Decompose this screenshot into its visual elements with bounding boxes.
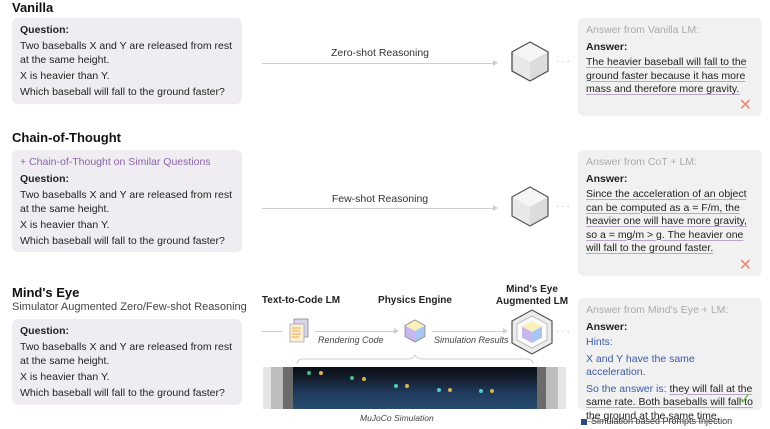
ball-marker [307, 371, 311, 375]
simulation-caption: MuJoCo Simulation [360, 413, 434, 423]
ellipsis-icon: ··· [556, 201, 572, 212]
vanilla-question-box: Question: Two baseballs X and Y are rele… [12, 18, 242, 104]
answer-source: Answer from CoT + LM: [586, 156, 697, 168]
ball-marker [350, 376, 354, 380]
arrow-line [262, 331, 282, 332]
text-to-code-label: Text-to-Code LM [261, 295, 341, 306]
hint-text: X and Y have the same acceleration. [586, 352, 695, 379]
rendering-code-label: Rendering Code [318, 335, 384, 345]
hints-label: Hints: [586, 336, 613, 348]
cot-answer-box: Answer from CoT + LM: Answer: Since the … [578, 150, 762, 276]
legend-swatch [581, 418, 587, 425]
cot-question-box: + Chain-of-Thought on Similar Questions … [12, 150, 242, 252]
ball-marker [319, 371, 323, 375]
wrong-cross-icon: ✕ [738, 256, 752, 274]
lm-cube-icon [511, 186, 549, 227]
ellipsis-icon: ··· [556, 56, 572, 67]
correct-check-icon: ✓ [738, 390, 752, 408]
question-line: X is heavier than Y. [20, 70, 110, 82]
ellipsis-icon: ··· [556, 326, 572, 337]
question-line: X is heavier than Y. [20, 371, 110, 383]
augmented-lm-cube-icon [511, 309, 553, 355]
minds-eye-subtitle: Simulator Augmented Zero/Few-shot Reason… [12, 301, 247, 313]
brace-connector [296, 355, 534, 365]
question-label: Question: [20, 173, 69, 185]
simulation-results-label: Simulation Results [434, 335, 509, 345]
minds-eye-question-box: Question: Two baseballs X and Y are rele… [12, 319, 242, 405]
arrow-head-icon [493, 205, 498, 211]
question-line: Two baseballs X and Y are released from … [20, 40, 233, 66]
minds-eye-answer-box: Answer from Mind's Eye + LM: Answer: Hin… [578, 298, 762, 422]
question-label: Question: [20, 325, 69, 337]
answer-source: Answer from Mind's Eye + LM: [586, 304, 729, 316]
question-line: Which baseball will fall to the ground f… [20, 387, 225, 399]
question-line: Which baseball will fall to the ground f… [20, 86, 225, 98]
answer-source: Answer from Vanilla LM: [586, 24, 700, 36]
lm-cube-icon [511, 41, 549, 82]
answer-label: Answer: [586, 172, 628, 185]
vanilla-answer-box: Answer from Vanilla LM: Answer: The heav… [578, 18, 762, 116]
arrow-head-icon [394, 328, 399, 334]
simulation-scene [293, 367, 537, 409]
question-line: Two baseballs X and Y are released from … [20, 189, 233, 215]
mujoco-simulation-image [263, 367, 566, 409]
augmented-lm-label: Mind's Eye Augmented LM [495, 284, 569, 307]
question-line: X is heavier than Y. [20, 219, 110, 231]
code-document-icon [289, 318, 309, 343]
answer-label: Answer: [586, 40, 628, 53]
cot-prefix: + Chain-of-Thought on Similar Questions [20, 156, 211, 168]
ball-marker [490, 389, 494, 393]
ball-marker [448, 388, 452, 392]
few-shot-label: Few-shot Reasoning [331, 193, 429, 205]
arrow-head-icon [493, 60, 498, 66]
ball-marker [405, 384, 409, 388]
answer-text: Since the acceleration of an object can … [586, 188, 747, 254]
arrow-line [432, 331, 504, 332]
question-label: Question: [20, 24, 69, 36]
answer-prefix: So the answer is: [586, 382, 670, 395]
question-line: Two baseballs X and Y are released from … [20, 341, 233, 367]
wrong-cross-icon: ✕ [738, 96, 752, 114]
arrow-line [262, 63, 494, 64]
physics-engine-cube-icon [404, 319, 426, 343]
arrow-line [262, 208, 494, 209]
arrow-head-icon [503, 328, 508, 334]
answer-text: The heavier baseball will fall to the gr… [586, 56, 747, 95]
ball-marker [479, 389, 483, 393]
physics-engine-label: Physics Engine [378, 295, 452, 306]
cot-title: Chain-of-Thought [12, 130, 122, 145]
question-line: Which baseball will fall to the ground f… [20, 235, 225, 247]
ball-marker [362, 377, 366, 381]
answer-label: Answer: [586, 320, 628, 333]
minds-eye-title: Mind's Eye [12, 285, 80, 300]
legend-label: Simulation based Prompts Injection [591, 416, 733, 426]
ball-marker [394, 384, 398, 388]
answer-text: they will fall at the same rate. Both ba… [586, 382, 753, 422]
ball-marker [437, 388, 441, 392]
arrow-line [315, 331, 395, 332]
vanilla-title: Vanilla [12, 0, 54, 15]
legend: Simulation based Prompts Injection [581, 416, 732, 426]
zero-shot-label: Zero-shot Reasoning [330, 47, 430, 59]
